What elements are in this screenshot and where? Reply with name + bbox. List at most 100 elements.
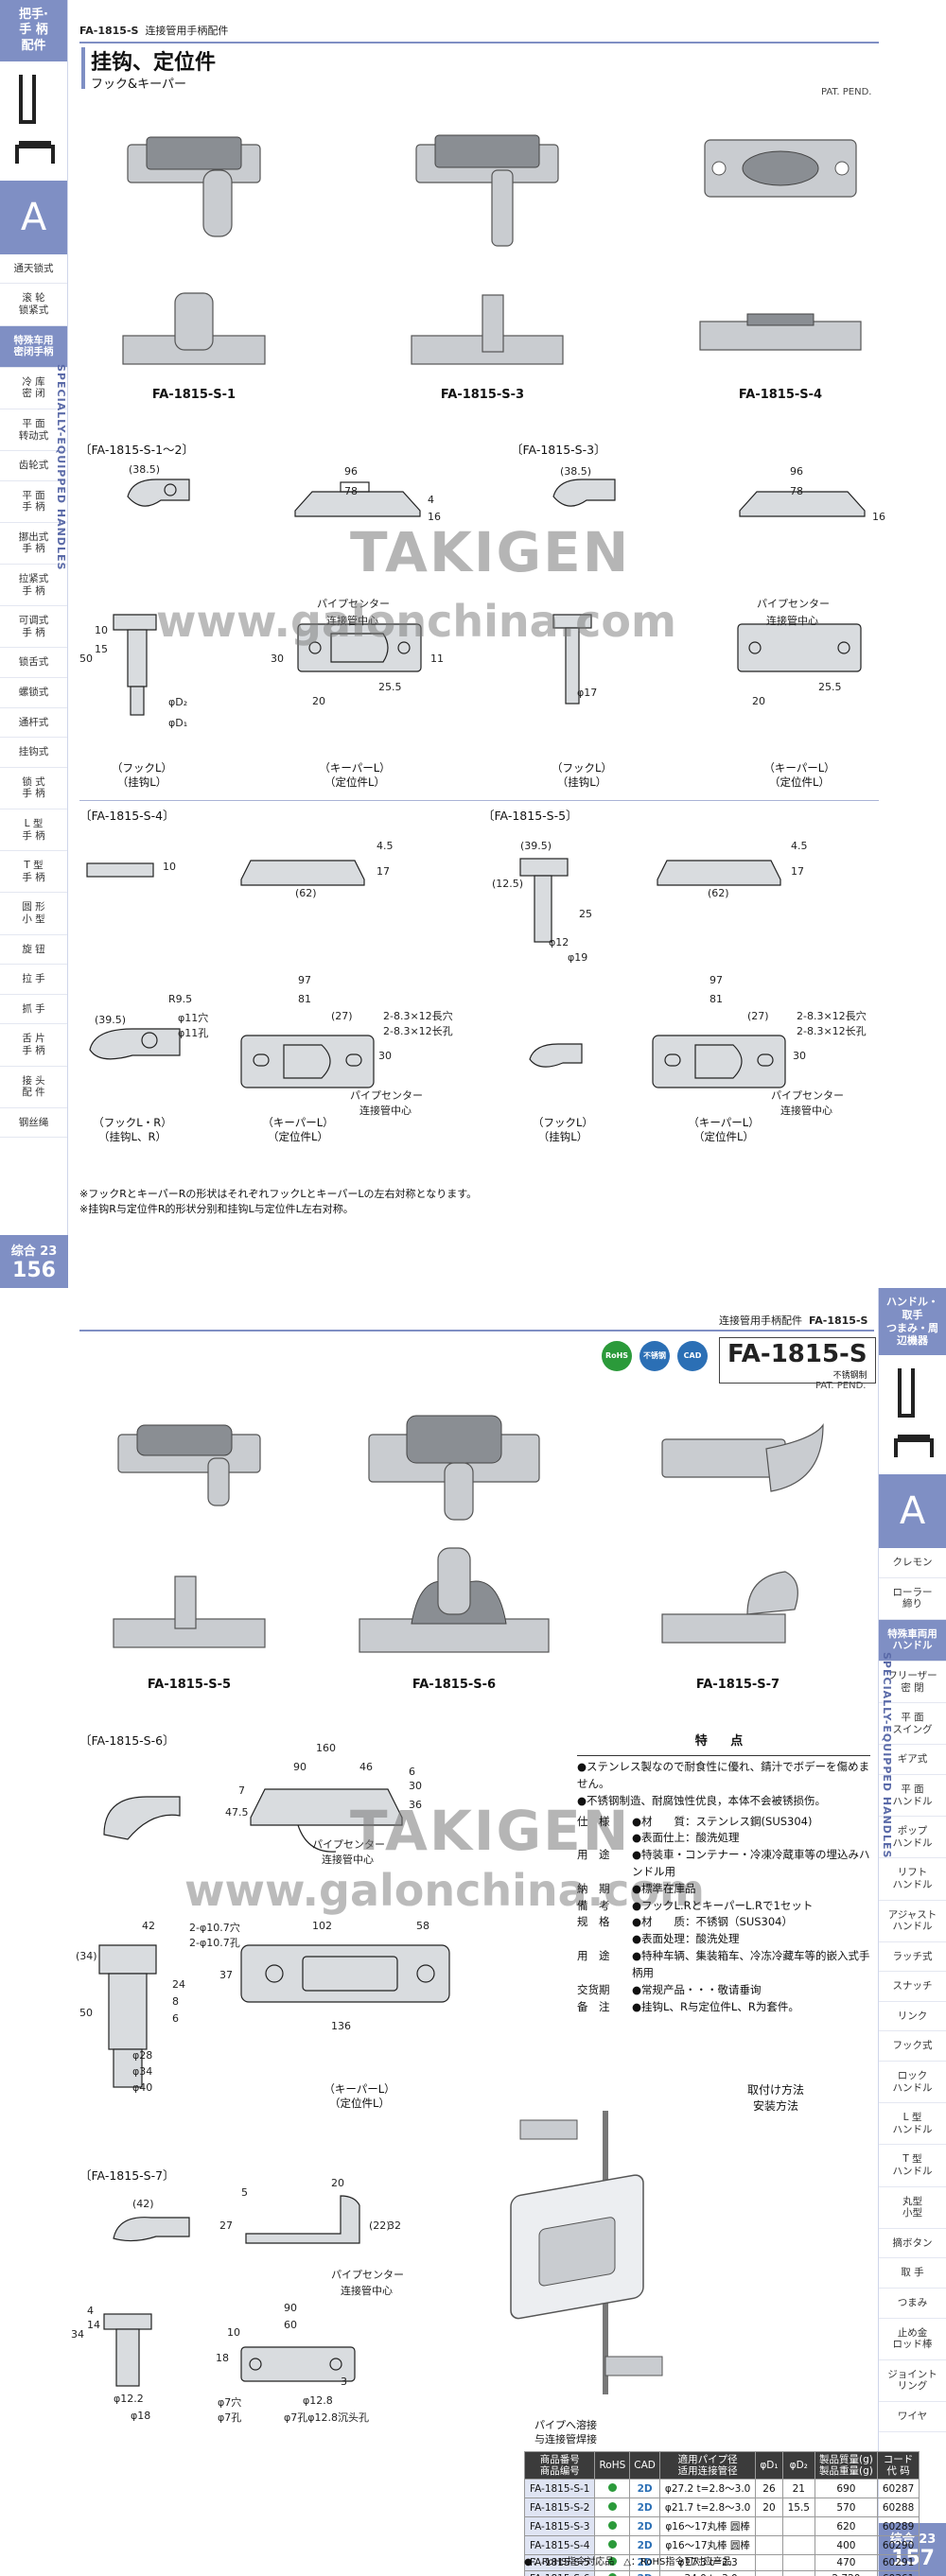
- sidebar-tab-4[interactable]: 平 面 スイング: [879, 1703, 946, 1746]
- sidebar-tab-19[interactable]: 取 手: [879, 2258, 946, 2289]
- dimension-label: 连接管中心: [766, 615, 818, 627]
- sidebar-tab-9[interactable]: アジャスト ハンドル: [879, 1901, 946, 1942]
- hook-plan-s3: [552, 479, 616, 507]
- sidebar-tab-2[interactable]: 特殊車両用 ハンドル: [879, 1619, 946, 1662]
- sidebar-tab-3[interactable]: 冷 库 密 闭: [0, 368, 67, 409]
- dimension-label: 2-φ10.7孔: [189, 1937, 240, 1949]
- page-156: 把手· 手 柄 配件 A 通天锁式滚 轮 锁紧式特殊车用 密闭手柄冷 库 密 闭…: [0, 0, 885, 1288]
- sidebar-tab-16[interactable]: T 型 手 柄: [0, 851, 67, 894]
- sidebar-tab-13[interactable]: 挂钩式: [0, 738, 67, 768]
- sidebar-tab-7[interactable]: 挪出式 手 柄: [0, 523, 67, 566]
- spec-row: 备 注●挂钩L、R与定位件L、R为套件。: [577, 1999, 870, 2016]
- sidebar-tab-23[interactable]: 钢丝绳: [0, 1108, 67, 1139]
- spec-row: 仕 様●材 質：ステンレス鋼(SUS304): [577, 1814, 870, 1831]
- dimension-label: (22): [369, 2219, 391, 2232]
- sidebar-tab-21[interactable]: 止め金 ロッド棒: [879, 2319, 946, 2360]
- dimension-label: 136: [331, 2020, 351, 2032]
- sidebar-tab-17[interactable]: 圆 形 小 型: [0, 893, 67, 935]
- sidebar-tab-10[interactable]: 锁舌式: [0, 648, 67, 679]
- sidebar-tab-23[interactable]: ワイヤ: [879, 2402, 946, 2432]
- dimension-label: 14: [87, 2319, 100, 2331]
- sidebar-tab-3[interactable]: フリーザー 密 閉: [879, 1662, 946, 1704]
- watermark-url: www.galonchina.com: [156, 596, 676, 647]
- dimension-label: 20: [331, 2177, 344, 2189]
- header-desc: 连接管用手柄配件: [145, 25, 229, 37]
- handle-glyph-icon: [15, 74, 55, 164]
- vertical-category-label: SPECIALLY-EQUIPPED HANDLES: [55, 364, 67, 571]
- rohs-dot-icon: [607, 2482, 617, 2492]
- sidebar-tab-6[interactable]: 平 面 ハンドル: [879, 1775, 946, 1818]
- dimension-label: (34): [76, 1950, 97, 1962]
- sidebar-tab-20[interactable]: 抓 手: [0, 995, 67, 1025]
- dimension-label: 42: [142, 1920, 155, 1932]
- dimension-label: 4.5: [791, 840, 808, 852]
- sidebar-tab-18[interactable]: 摘ボタン: [879, 2229, 946, 2259]
- sidebar-tab-11[interactable]: 螺锁式: [0, 678, 67, 708]
- sidebar-tab-4[interactable]: 平 面 转动式: [0, 409, 67, 452]
- sidebar-tab-12[interactable]: リンク: [879, 2002, 946, 2032]
- hook-plan-s1: [127, 479, 190, 507]
- sidebar-tab-10[interactable]: ラッチ式: [879, 1942, 946, 1973]
- dimension-label: 96: [344, 465, 358, 478]
- pipe-weld-label: パイプへ溶接 与连接管焊接: [534, 2419, 597, 2446]
- sidebar-tab-15[interactable]: L 型 手 柄: [0, 809, 67, 852]
- caption-hook-lr: （フックL・R） （挂钩L、R）: [93, 1116, 172, 1143]
- dimension-label: φ7孔: [218, 2411, 242, 2424]
- sidebar-tab-0[interactable]: 通天锁式: [0, 254, 67, 285]
- sidebar-tab-22[interactable]: 接 头 配 件: [0, 1067, 67, 1108]
- dimension-label: 30: [378, 1050, 392, 1062]
- dimension-label: 25.5: [818, 681, 842, 693]
- sidebar-tab-8[interactable]: リフト ハンドル: [879, 1858, 946, 1901]
- dimension-label: φ34: [132, 2065, 153, 2078]
- spec-key: 仕 様: [577, 1814, 610, 1828]
- sidebar-tab-2[interactable]: 特殊车用 密闭手柄: [0, 325, 67, 368]
- sidebar-tab-6[interactable]: 平 面 手 柄: [0, 481, 67, 523]
- category-header-line: 把手·: [19, 8, 48, 22]
- sidebar-tab-1[interactable]: 滚 轮 锁紧式: [0, 284, 67, 326]
- rohs-dot-icon: [607, 2520, 617, 2530]
- sidebar-tab-9[interactable]: 可调式 手 柄: [0, 606, 67, 649]
- sidebar-tab-7[interactable]: ポップ ハンドル: [879, 1817, 946, 1859]
- sidebar-tab-11[interactable]: スナッチ: [879, 1972, 946, 2002]
- dimension-label: 6: [409, 1766, 415, 1778]
- dimension-label: パイプセンター: [771, 1089, 844, 1102]
- sidebar-tab-16[interactable]: T 型 ハンドル: [879, 2145, 946, 2187]
- table-cell: [755, 2570, 783, 2576]
- photo-fa-1815-s-7-side: [661, 1571, 798, 1644]
- table-cell: [594, 2516, 631, 2537]
- sidebar-tab-14[interactable]: 锁 式 手 柄: [0, 768, 67, 809]
- table-cell: [594, 2570, 631, 2576]
- sidebar-tab-12[interactable]: 通杆式: [0, 708, 67, 739]
- dimension-label: 连接管中心: [322, 1854, 374, 1866]
- sidebar-tab-15[interactable]: L 型 ハンドル: [879, 2103, 946, 2146]
- table-cell: 20: [755, 2498, 783, 2518]
- table-cell: [781, 2535, 815, 2556]
- dimension-label: 16: [872, 511, 885, 523]
- header-desc: 连接管用手柄配件: [719, 1314, 802, 1327]
- sidebar-tab-18[interactable]: 旋 钮: [0, 935, 67, 966]
- sidebar-tab-13[interactable]: フック式: [879, 2031, 946, 2063]
- sidebar-tab-17[interactable]: 丸型 小型: [879, 2187, 946, 2229]
- category-tab-list: クレモンローラー 締り特殊車両用 ハンドルフリーザー 密 閉平 面 スイングギア…: [879, 1548, 946, 2432]
- sidebar-tab-21[interactable]: 舌 片 手 柄: [0, 1024, 67, 1067]
- dimension-label: 连接管中心: [326, 615, 378, 627]
- table-cell: 2D: [629, 2535, 660, 2556]
- sidebar-tab-22[interactable]: ジョイント リング: [879, 2360, 946, 2402]
- table-cell: 620: [814, 2516, 878, 2537]
- sidebar-tab-14[interactable]: ロック ハンドル: [879, 2062, 946, 2104]
- photo-fa-1815-s-7-top: [661, 1423, 824, 1492]
- sidebar-tab-5[interactable]: 齿轮式: [0, 451, 67, 481]
- sidebar-tab-1[interactable]: ローラー 締り: [879, 1578, 946, 1620]
- keeper-plan-s3: [737, 623, 862, 672]
- sidebar-tab-8[interactable]: 拉紧式 手 柄: [0, 565, 67, 607]
- keeper-front-s1: [294, 481, 421, 517]
- right-category-sidebar: ハンドル・取手 つまみ・周辺機器 A クレモンローラー 締り特殊車両用 ハンドル…: [878, 1288, 946, 2576]
- rohs-badge-icon: RoHS: [602, 1341, 632, 1371]
- sidebar-tab-20[interactable]: つまみ: [879, 2289, 946, 2319]
- sidebar-tab-0[interactable]: クレモン: [879, 1548, 946, 1578]
- sidebar-tab-19[interactable]: 拉 手: [0, 965, 67, 995]
- spec-row: 规 格●材 质：不锈钢（SUS304）: [577, 1914, 870, 1931]
- sidebar-tab-5[interactable]: ギア式: [879, 1745, 946, 1775]
